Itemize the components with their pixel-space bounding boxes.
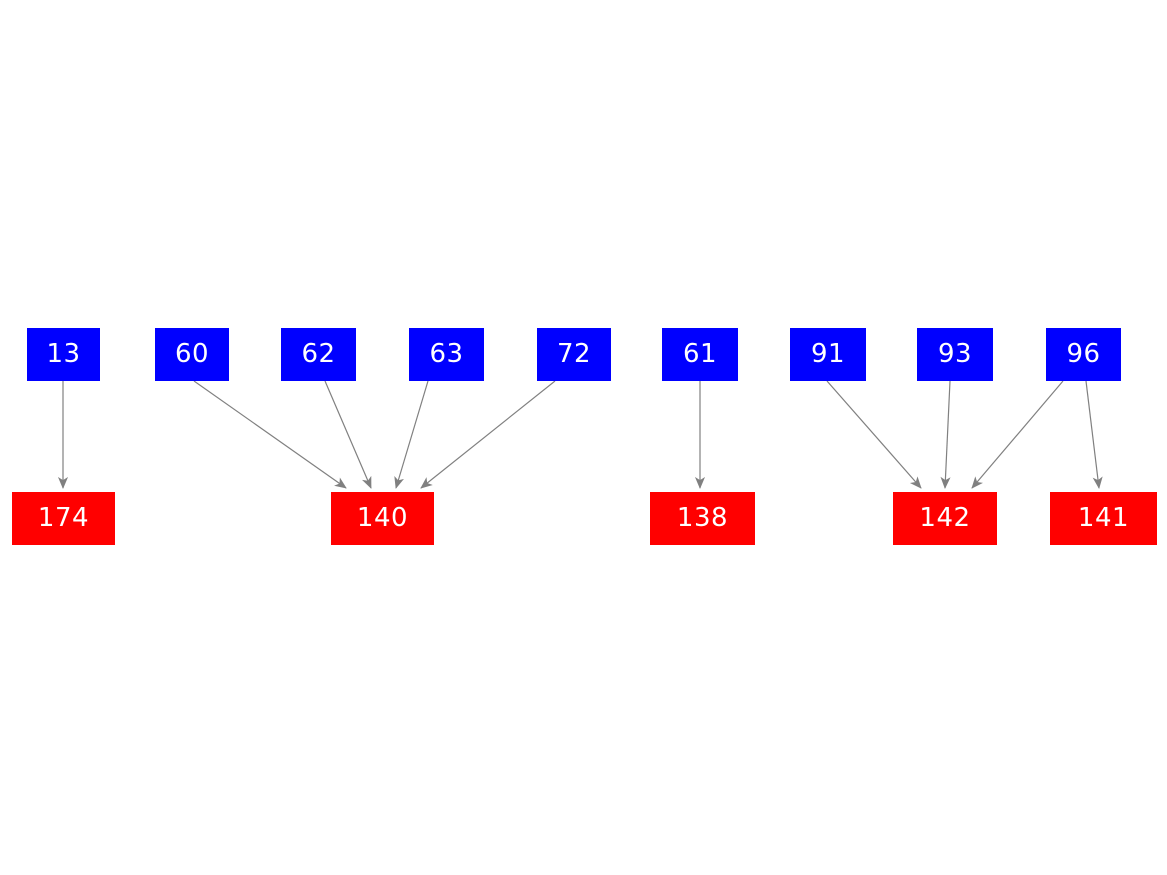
graph-node-61[interactable]: 61 (662, 328, 738, 381)
node-label: 93 (937, 338, 973, 369)
graph-node-72[interactable]: 72 (537, 328, 611, 381)
node-label: 13 (46, 338, 81, 369)
graph-node-62[interactable]: 62 (281, 328, 356, 381)
graph-node-13[interactable]: 13 (27, 328, 100, 381)
node-label: 63 (429, 338, 464, 369)
graph-node-174[interactable]: 174 (12, 492, 115, 545)
graph-edge-62-to-140 (324, 380, 372, 489)
node-label: 174 (37, 502, 90, 533)
node-label: 62 (301, 338, 336, 369)
graph-node-60[interactable]: 60 (155, 328, 229, 381)
graph-node-140[interactable]: 140 (331, 492, 434, 545)
node-label: 91 (810, 338, 846, 369)
node-label: 141 (1077, 502, 1130, 533)
node-label: 61 (682, 338, 718, 369)
node-label: 138 (676, 502, 729, 533)
graph-node-138[interactable]: 138 (650, 492, 755, 545)
graph-node-63[interactable]: 63 (409, 328, 484, 381)
graph-node-91[interactable]: 91 (790, 328, 866, 381)
graph-edge-96-to-142 (971, 380, 1064, 489)
graph-edge-96-to-141 (1085, 380, 1103, 489)
edges-group (57, 380, 1103, 489)
graph-node-141[interactable]: 141 (1050, 492, 1157, 545)
graph-edge-60-to-140 (193, 380, 347, 489)
graph-edge-72-to-140 (420, 380, 556, 489)
graph-edge-91-to-142 (826, 380, 922, 489)
node-label: 142 (919, 502, 971, 533)
node-label: 60 (174, 338, 210, 369)
node-label: 96 (1066, 338, 1101, 369)
graph-node-96[interactable]: 96 (1046, 328, 1121, 381)
node-label: 72 (556, 338, 592, 369)
node-label: 140 (356, 502, 409, 533)
graph-edge-93-to-142 (940, 380, 951, 489)
graph-node-142[interactable]: 142 (893, 492, 997, 545)
graph-edge-63-to-140 (394, 380, 429, 489)
graph-node-93[interactable]: 93 (917, 328, 993, 381)
